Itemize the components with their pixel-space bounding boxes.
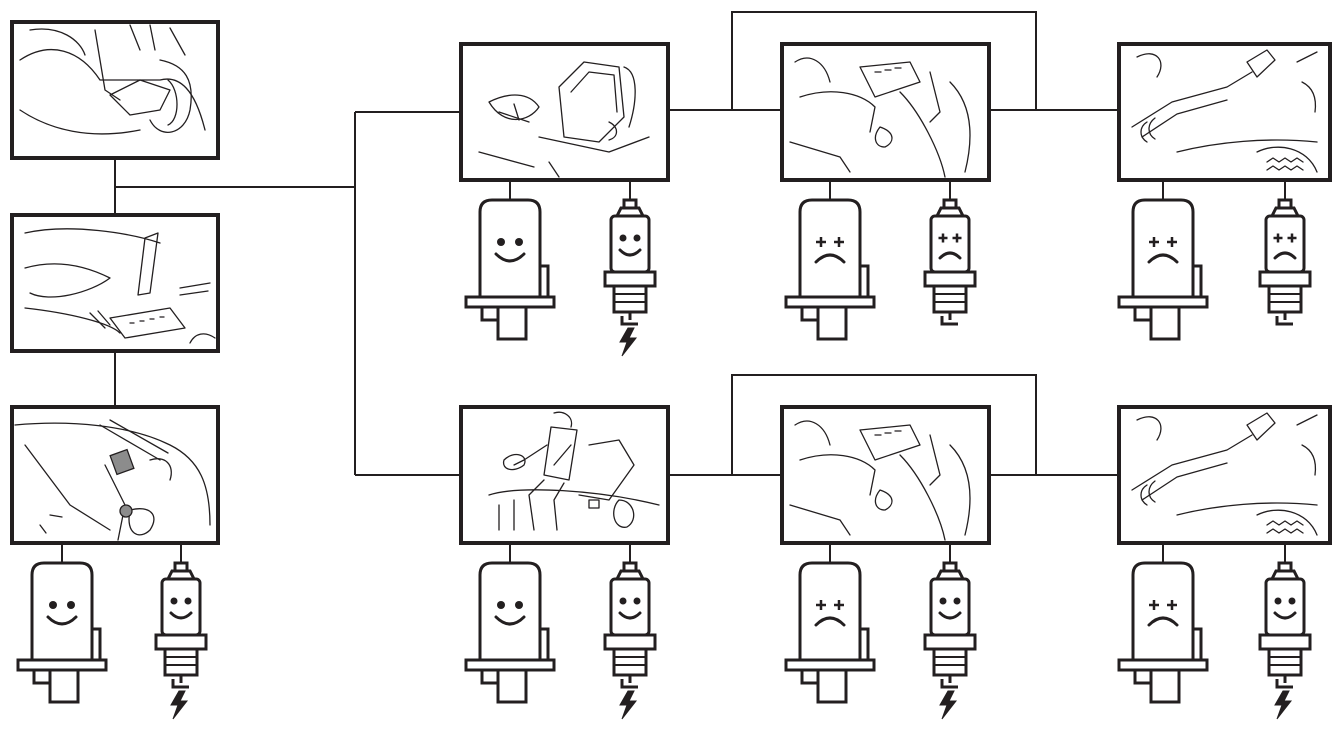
panel-illustration bbox=[1131, 49, 1318, 173]
panel-seat-empty bbox=[459, 42, 670, 182]
spark-bolt-icon bbox=[619, 690, 638, 720]
spark-plug-icon bbox=[923, 561, 977, 720]
panel-illustration bbox=[789, 57, 971, 178]
starter-solenoid-icon bbox=[1117, 198, 1209, 341]
status-icons bbox=[16, 198, 1312, 720]
connector-lines bbox=[61, 11, 1286, 563]
panel-blade-lever-top bbox=[780, 42, 991, 182]
spark-bolt-icon bbox=[1274, 690, 1293, 720]
panel-parking-brake-lever bbox=[10, 405, 220, 545]
panel-frame bbox=[10, 20, 220, 160]
conn-top-bridge bbox=[731, 11, 1037, 110]
panel-frame bbox=[780, 42, 991, 182]
panel-frame bbox=[10, 405, 220, 545]
panel-illustration bbox=[14, 419, 211, 541]
starter-solenoid-icon bbox=[464, 561, 556, 704]
spark-plug-icon bbox=[603, 561, 657, 720]
panel-illustration bbox=[789, 420, 971, 541]
panel-frame bbox=[780, 405, 991, 545]
spark-plug-icon bbox=[1258, 198, 1312, 326]
spark-plug-icon bbox=[603, 198, 657, 357]
panel-illustration bbox=[1131, 412, 1318, 536]
spark-bolt-icon bbox=[939, 690, 958, 720]
panel-blade-lever-bottom bbox=[780, 405, 991, 545]
panel-frame bbox=[1117, 42, 1332, 182]
panel-pto-lever-bottom bbox=[1117, 405, 1332, 545]
lever-knob bbox=[109, 448, 135, 476]
spark-plug-icon bbox=[1258, 561, 1312, 720]
starter-solenoid-icon bbox=[784, 198, 876, 341]
conn-bottom-bridge bbox=[731, 374, 1037, 475]
panel-frame bbox=[459, 42, 670, 182]
starter-solenoid-icon bbox=[784, 561, 876, 704]
spark-bolt-icon bbox=[170, 690, 189, 720]
panel-illustration bbox=[24, 228, 216, 344]
panel-frame bbox=[459, 405, 670, 545]
panel-pto-lever-top bbox=[1117, 42, 1332, 182]
starter-solenoid-icon bbox=[464, 198, 556, 341]
panel-frame bbox=[1117, 405, 1332, 545]
spark-plug-icon bbox=[154, 561, 208, 720]
panel-illustration bbox=[19, 24, 206, 135]
panel-frame bbox=[10, 213, 220, 353]
panel-operator-seated bbox=[459, 405, 670, 545]
starter-solenoid-icon bbox=[16, 561, 108, 704]
spark-bolt-icon bbox=[619, 327, 638, 357]
panel-illustration bbox=[488, 411, 660, 531]
illustration-panels bbox=[10, 20, 1332, 545]
panel-gear-shift-neutral bbox=[10, 213, 220, 353]
starter-solenoid-icon bbox=[1117, 561, 1209, 704]
panel-seat-control-lever bbox=[10, 20, 220, 160]
brake-knob bbox=[119, 504, 133, 518]
spark-plug-icon bbox=[923, 198, 977, 326]
panel-illustration bbox=[478, 61, 650, 178]
